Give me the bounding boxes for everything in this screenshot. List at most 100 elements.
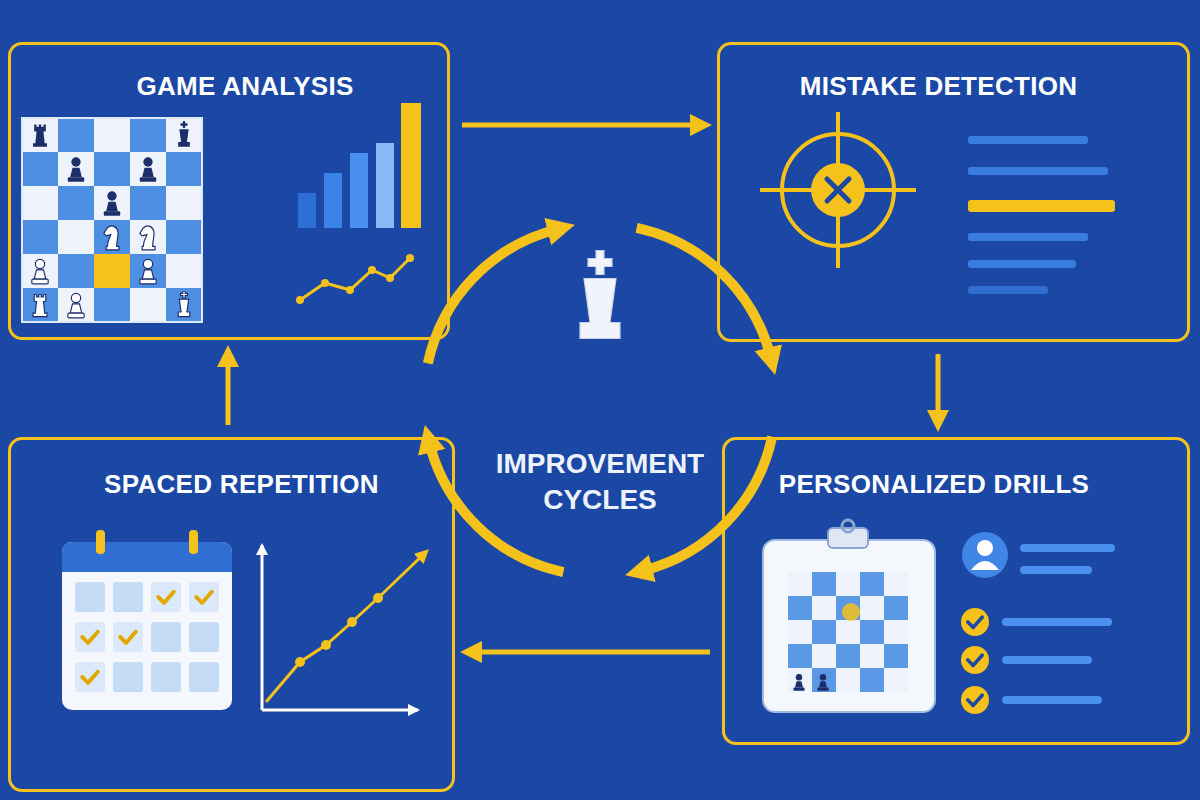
chess-piece [68, 293, 84, 318]
check-mark [120, 632, 136, 643]
flow-arrow [226, 359, 231, 425]
king-icon [580, 251, 620, 339]
calendar-header [62, 542, 232, 572]
report-lines [968, 136, 1115, 294]
target-center [811, 163, 865, 217]
stage-title: GAME ANALYSIS [27, 45, 463, 101]
target-ring [782, 134, 894, 246]
text-line [968, 136, 1088, 144]
curve-dot [373, 593, 383, 603]
avatar-head [977, 540, 993, 556]
avatar-circle [962, 532, 1008, 578]
cycle-arrow [637, 228, 771, 358]
clipboard-body [763, 540, 935, 712]
chess-piece [104, 191, 120, 216]
cycle-arrow [428, 229, 558, 363]
graph-axis [261, 545, 264, 710]
growth-graph [262, 545, 426, 710]
calendar-day [189, 582, 219, 612]
chess-piece [817, 674, 828, 691]
trend-line [300, 258, 410, 300]
calendar-day [189, 622, 219, 652]
stage-title: PERSONALIZED DRILLS [703, 440, 1165, 499]
chess-piece [178, 291, 190, 317]
chess-piece [140, 259, 156, 284]
x-mark [827, 179, 849, 201]
flow-arrow [936, 354, 941, 418]
trend-dot [368, 266, 376, 274]
clipboard-icon [763, 520, 935, 712]
check-mark [968, 655, 982, 665]
chessboard [22, 118, 202, 322]
check-mark [158, 592, 174, 603]
check-mark [82, 672, 98, 683]
stage-title: SPACED REPETITION [21, 440, 462, 499]
trend-dot [296, 296, 304, 304]
trend-dot [406, 254, 414, 262]
calendar-day [151, 662, 181, 692]
check-mark [968, 695, 982, 705]
calendar-header [62, 558, 232, 572]
chessboard-illustration [22, 118, 202, 322]
calendar-day [75, 662, 105, 692]
stage-box: MISTAKE DETECTION [717, 42, 1190, 342]
profile-icon [962, 532, 1115, 578]
calendar-day [75, 622, 105, 652]
chess-piece [140, 226, 155, 250]
calendar-day [113, 622, 143, 652]
calendar-ring [189, 530, 198, 554]
chess-piece [68, 157, 84, 182]
stage-title: MISTAKE DETECTION [705, 45, 1172, 101]
clipboard-ring [842, 520, 854, 532]
text-line [1002, 696, 1102, 704]
stage-box: GAME ANALYSIS [8, 42, 450, 340]
calendar-day [151, 582, 181, 612]
checklist-icon [961, 608, 1112, 714]
chess-piece [32, 259, 48, 284]
drill-board [788, 572, 908, 692]
chart-bar [324, 173, 342, 228]
calendar-day [75, 582, 105, 612]
check-circle [961, 608, 989, 636]
flow-arrow [474, 650, 710, 655]
calendar-day [189, 662, 219, 692]
chart-bar [401, 103, 421, 228]
calendar-day [113, 662, 143, 692]
chart-bar [298, 193, 316, 228]
growth-curve [266, 552, 426, 702]
trend-dot [321, 279, 329, 287]
text-line [968, 233, 1088, 241]
check-circle [961, 646, 989, 674]
text-line [1002, 656, 1092, 664]
cycle-label: IMPROVEMENT CYCLES [480, 446, 720, 518]
cycle-ring: IMPROVEMENT CYCLES [420, 218, 780, 582]
chess-piece [33, 125, 47, 147]
check-mark [196, 592, 212, 603]
trend-dot [346, 286, 354, 294]
avatar-body [971, 561, 999, 570]
target-square [842, 603, 860, 621]
calendar-icon [62, 530, 232, 710]
chart-bar [350, 153, 368, 228]
calendar-day [151, 622, 181, 652]
text-line [968, 286, 1048, 294]
text-line [1002, 618, 1112, 626]
text-line [968, 167, 1108, 175]
chess-piece [793, 674, 804, 691]
trend-dot [386, 274, 394, 282]
text-line [1020, 544, 1115, 552]
check-circle [961, 686, 989, 714]
check-mark [968, 617, 982, 627]
stage-box: PERSONALIZED DRILLS [722, 437, 1190, 745]
curve-dot [295, 657, 305, 667]
chart-bar [376, 143, 394, 228]
highlight-line [968, 200, 1115, 212]
chess-piece [140, 157, 156, 182]
graph-axis [262, 709, 418, 712]
calendar-body [62, 542, 232, 710]
calendar-day [113, 582, 143, 612]
text-line [968, 260, 1076, 268]
target-icon [760, 112, 916, 268]
curve-dot [347, 617, 357, 627]
